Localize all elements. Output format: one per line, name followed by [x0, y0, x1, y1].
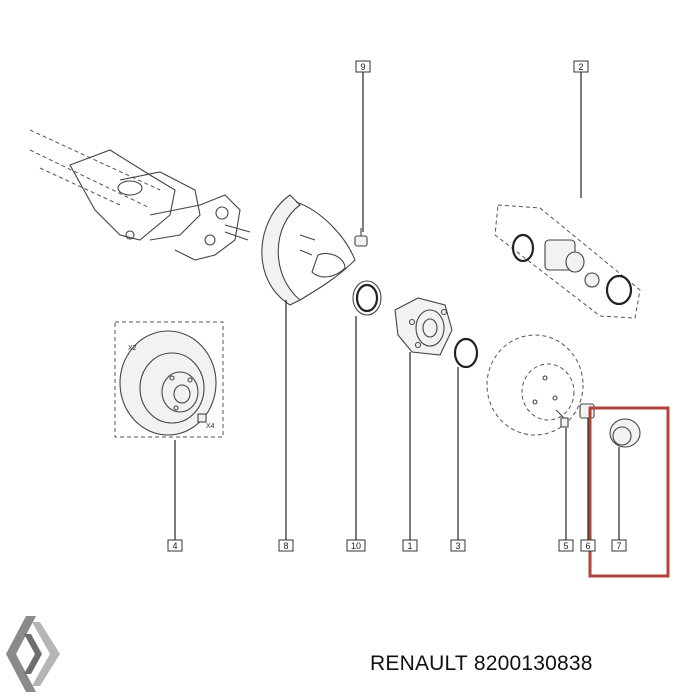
hub-seal	[352, 280, 382, 316]
renault-diamond-logo-icon	[6, 616, 60, 692]
svg-text:9: 9	[360, 62, 365, 72]
wheel-hub	[394, 297, 453, 356]
svg-text:7: 7	[616, 541, 621, 551]
callout-8: 8	[278, 539, 294, 552]
bolt-quantity-label: X4	[206, 423, 215, 430]
svg-text:3: 3	[455, 541, 460, 551]
bearing-kit	[494, 204, 641, 319]
disc-quantity-label: X2	[128, 345, 137, 352]
leader-lines	[174, 72, 620, 540]
callout-3: 3	[450, 539, 466, 552]
svg-text:2: 2	[578, 62, 583, 72]
callout-7: 7	[611, 539, 627, 552]
brake-backing-plate	[261, 194, 356, 306]
hub-cap	[609, 418, 641, 448]
callout-6: 6	[580, 539, 596, 552]
callout-10: 10	[346, 539, 366, 552]
svg-text:5: 5	[563, 541, 568, 551]
svg-text:10: 10	[351, 541, 361, 551]
wheel-bolt	[555, 409, 569, 428]
svg-text:4: 4	[172, 541, 177, 551]
circlip	[453, 337, 479, 369]
brake-disc-kit: X2 X4	[114, 321, 224, 438]
hub-nut	[579, 403, 595, 419]
part-number: 8200130838	[473, 652, 593, 675]
svg-text:1: 1	[407, 541, 412, 551]
rear-axle-beam	[29, 129, 251, 261]
brake-disc-outline	[486, 334, 584, 436]
mounting-bolt	[354, 228, 368, 247]
highlight-frame	[588, 406, 670, 578]
brand-name: RENAULT	[370, 652, 468, 675]
callout-9: 9	[355, 60, 371, 73]
callout-1: 1	[402, 539, 418, 552]
callout-5: 5	[558, 539, 574, 552]
callout-4: 4	[167, 539, 183, 552]
svg-text:6: 6	[585, 541, 590, 551]
svg-text:8: 8	[283, 541, 288, 551]
callout-2: 2	[573, 60, 589, 73]
